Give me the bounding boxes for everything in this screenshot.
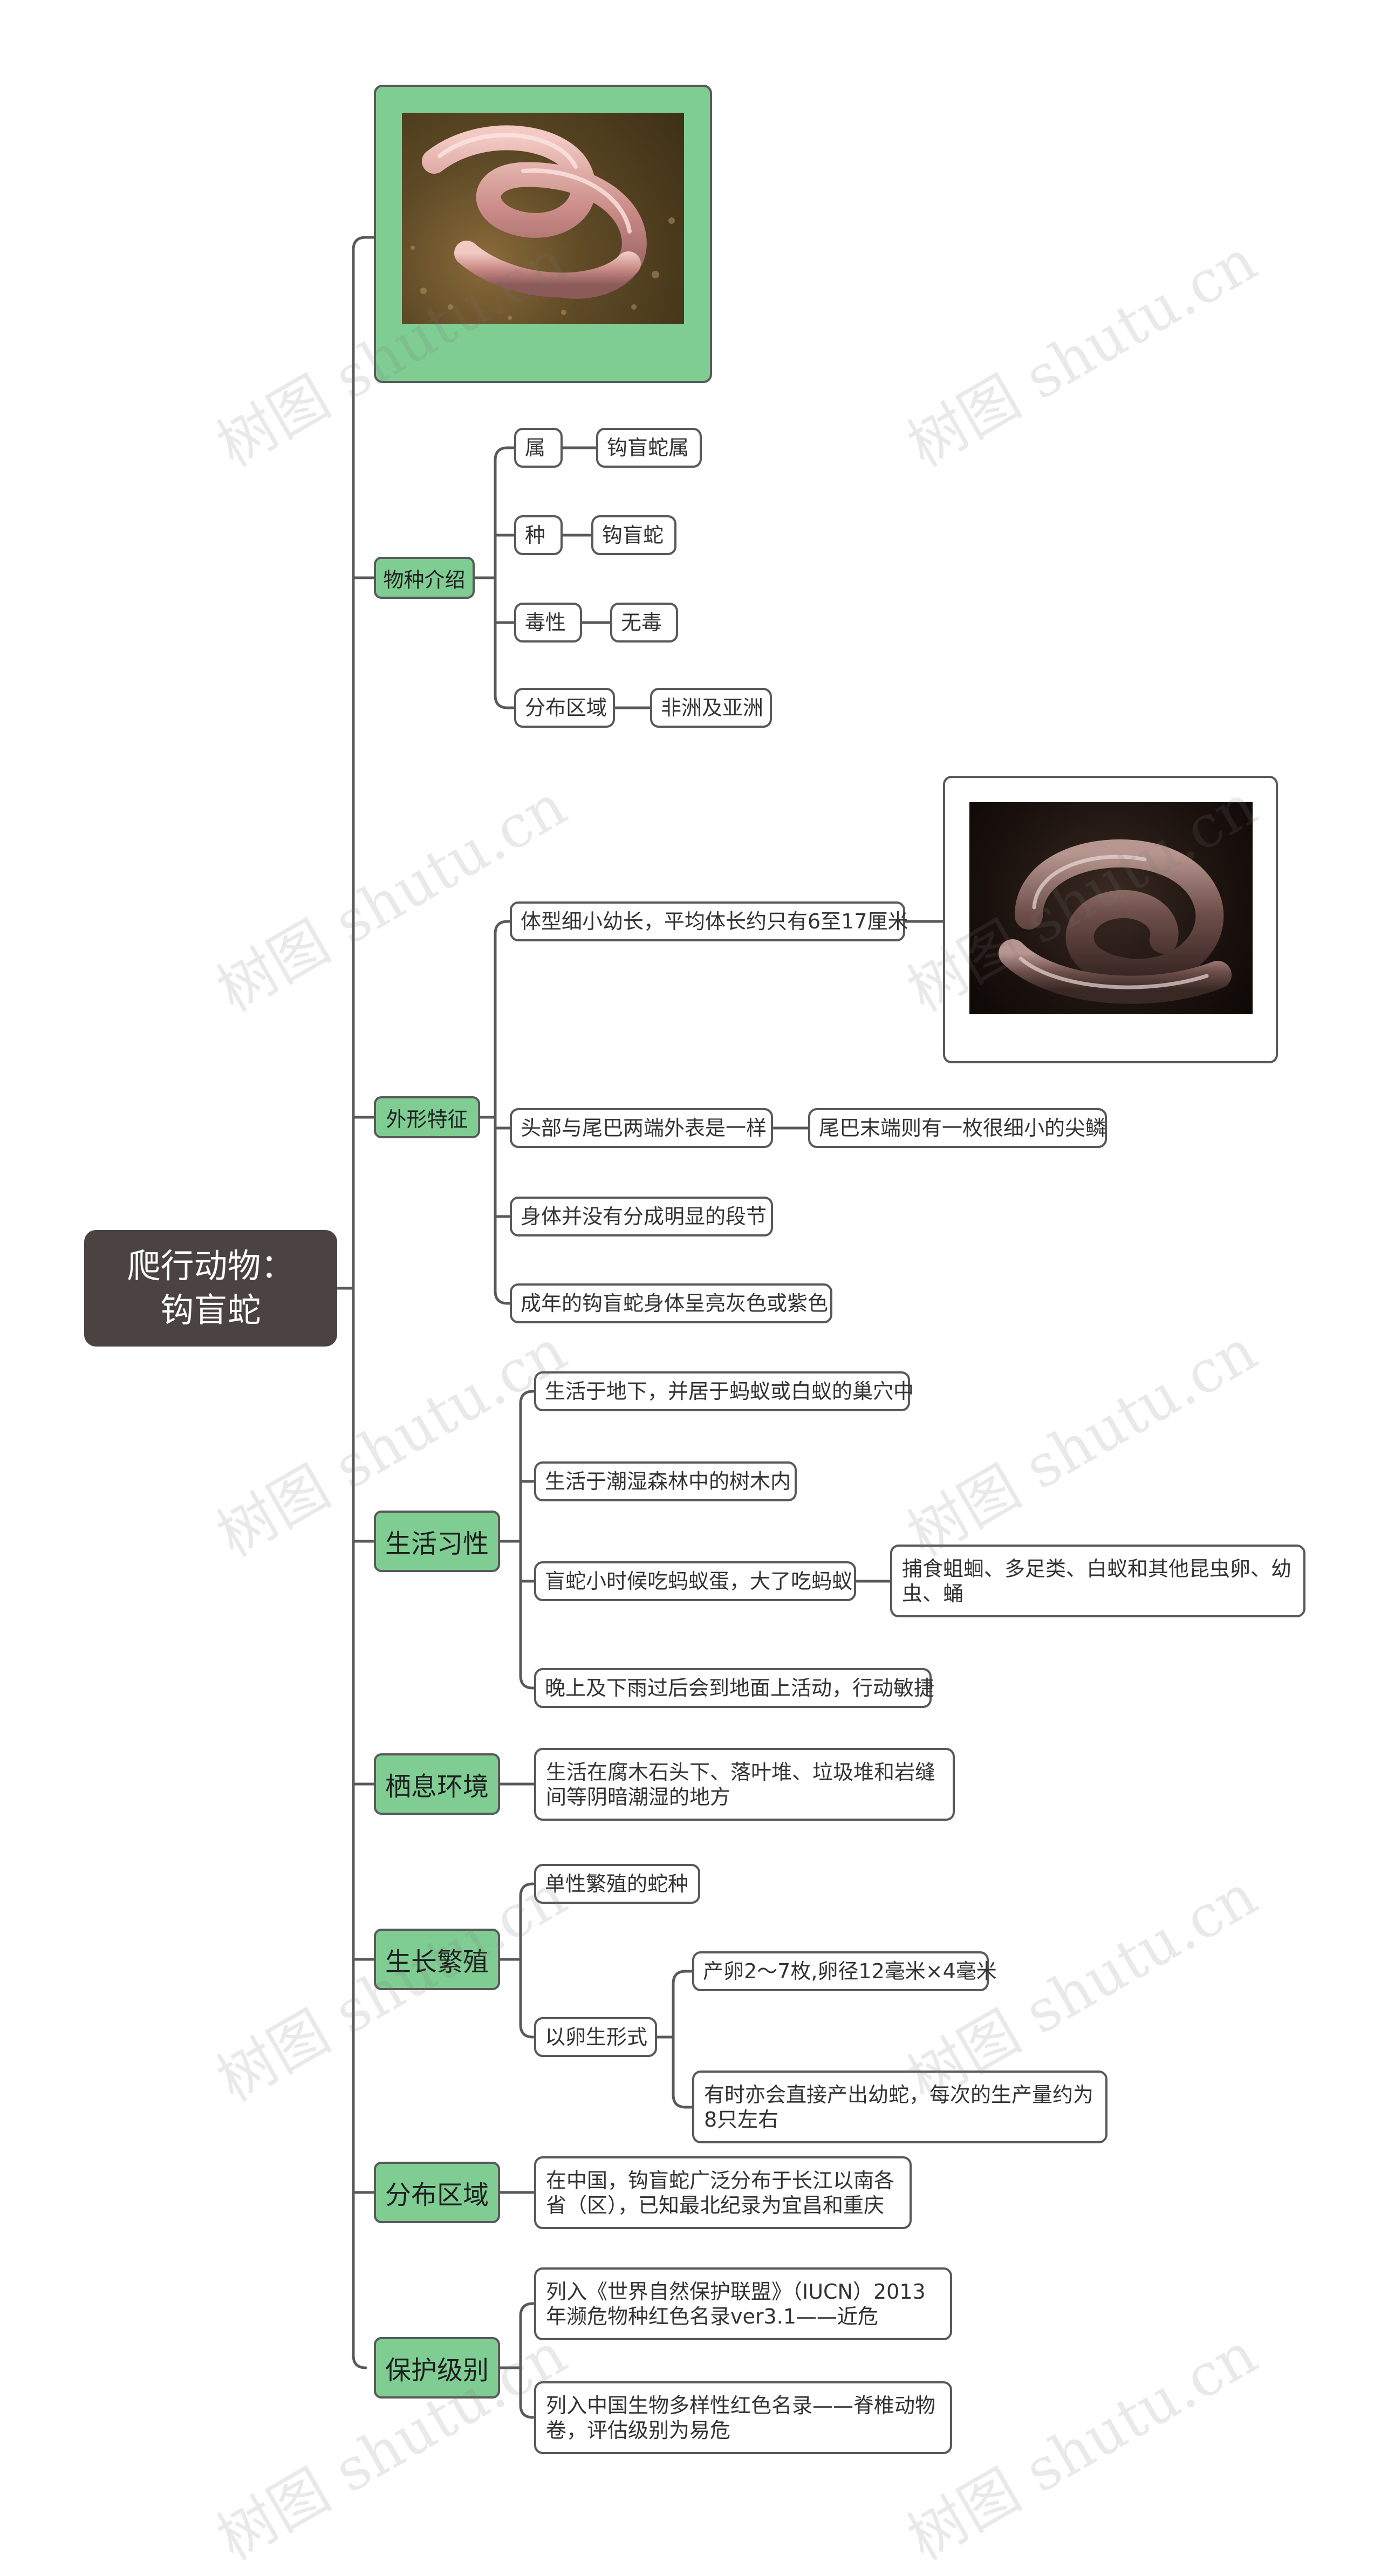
activity-node[interactable]: 晚上及下雨过后会到地面上活动，行动敏捷 (534, 1668, 934, 1708)
forest-node[interactable]: 生活于潮湿森林中的树木内 (534, 1461, 797, 1501)
tail-tip-node[interactable]: 尾巴末端则有一枚很细小的尖鳞 (808, 1108, 1107, 1148)
category-protection[interactable]: 保护级别 (374, 2337, 500, 2399)
habitat-node[interactable]: 生活在腐木石头下、落叶堆、垃圾堆和岩缝间等阴暗潮湿的地方 (534, 1748, 955, 1821)
underground-node[interactable]: 生活于地下，并居于蚂蚁或白蚁的巢穴中 (534, 1371, 914, 1411)
category-distribution[interactable]: 分布区域 (374, 2162, 500, 2223)
venom-label[interactable]: 毒性 (514, 603, 582, 643)
genus-label[interactable]: 属 (514, 428, 563, 468)
oviparous-node[interactable]: 以卵生形式 (534, 2017, 657, 2057)
connector-lines (336, 236, 945, 2419)
category-reproduction[interactable]: 生长繁殖 (374, 1929, 500, 1990)
single-sex-node[interactable]: 单性繁殖的蛇种 (534, 1864, 700, 1904)
diet-node[interactable]: 盲蛇小时候吃蚂蚁蛋，大了吃蚂蚁 (534, 1561, 856, 1601)
live-birth-node[interactable]: 有时亦会直接产出幼蛇，每次的生产量约为8只左右 (692, 2071, 1107, 2143)
category-habitat[interactable]: 栖息环境 (374, 1753, 500, 1815)
pink-snake-illustration (411, 125, 675, 320)
root-title-line2: 钩盲蛇 (160, 1290, 261, 1330)
dark-snake-illustration (999, 839, 1232, 1004)
category-species[interactable]: 物种介绍 (374, 557, 475, 599)
category-habits[interactable]: 生活习性 (374, 1511, 500, 1572)
region-label[interactable]: 分布区域 (514, 688, 615, 728)
root-title-line1: 爬行动物： (127, 1246, 295, 1286)
dark-snake-photo-card[interactable] (943, 776, 1278, 1063)
dark-snake-photo (969, 802, 1253, 1014)
color-node[interactable]: 成年的钩盲蛇身体呈亮灰色或紫色 (510, 1283, 832, 1323)
kind-label[interactable]: 种 (514, 515, 563, 555)
head-tail-node[interactable]: 头部与尾巴两端外表是一样 (510, 1108, 773, 1148)
iucn-node[interactable]: 列入《世界自然保护联盟》（IUCN）2013年濒危物种红色名录ver3.1——近… (534, 2267, 952, 2340)
china-redlist-node[interactable]: 列入中国生物多样性红色名录——脊椎动物卷，评估级别为易危 (534, 2381, 952, 2454)
distribution-node[interactable]: 在中国，钩盲蛇广泛分布于长江以南各省（区），已知最北纪录为宜昌和重庆 (534, 2156, 912, 2229)
region-value[interactable]: 非洲及亚洲 (650, 688, 772, 728)
category-appearance[interactable]: 外形特征 (374, 1096, 480, 1138)
eggs-node[interactable]: 产卵2～7枚,卵径12毫米×4毫米 (692, 1951, 997, 1991)
snake-photo-card[interactable] (374, 85, 712, 383)
snake-photo (402, 113, 684, 324)
genus-value[interactable]: 钩盲蛇属 (596, 428, 702, 468)
segments-node[interactable]: 身体并没有分成明显的段节 (510, 1197, 773, 1236)
root-node[interactable]: 爬行动物： 钩盲蛇 (84, 1230, 337, 1347)
body-size-node[interactable]: 体型细小幼长，平均体长约只有6至17厘米 (510, 901, 908, 941)
venom-value[interactable]: 无毒 (610, 603, 678, 643)
kind-value[interactable]: 钩盲蛇 (591, 515, 676, 555)
diet-detail-node[interactable]: 捕食蛆蛔、多足类、白蚁和其他昆虫卵、幼虫、蛹 (890, 1545, 1305, 1617)
